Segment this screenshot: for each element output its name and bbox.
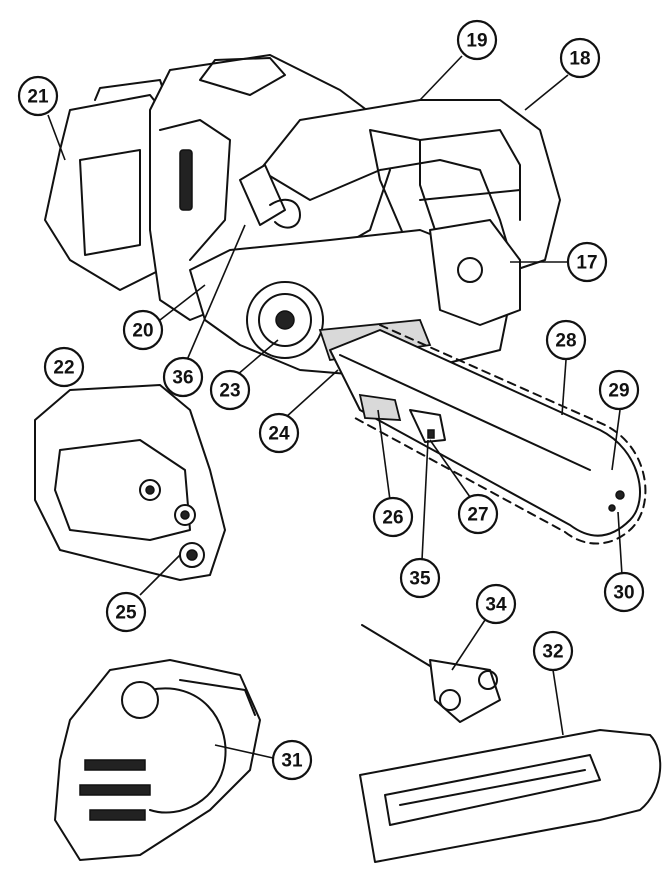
chainsaw-body-illustration [44,54,561,376]
callout-label: 24 [268,424,290,445]
callout-19: 19 [456,19,498,61]
leader-lines [47,55,623,759]
callout-label: 21 [27,87,49,108]
callout-28: 28 [545,319,587,361]
callouts: 17 18 19 20 21 22 23 24 [17,19,645,781]
callout-22: 22 [43,346,85,388]
callout-label: 22 [53,358,74,379]
callout-label: 36 [172,368,193,389]
callout-label: 25 [115,603,137,624]
callout-27: 27 [457,493,499,535]
callout-label: 32 [542,642,563,663]
callout-30: 30 [603,571,645,613]
combination-wrench-illustration [361,624,501,723]
callout-label: 19 [466,31,487,52]
callout-31: 31 [271,739,313,781]
callout-label: 29 [608,381,629,402]
bar-scabbard-illustration [359,729,662,863]
callout-label: 31 [281,751,303,772]
callout-label: 18 [569,49,590,70]
tensioner-parts-illustration [358,393,446,443]
callout-26: 26 [372,496,414,538]
callout-20: 20 [122,309,164,351]
callout-23: 23 [209,369,251,411]
callout-32: 32 [532,630,574,672]
callout-17: 17 [566,241,608,283]
callout-label: 28 [555,331,576,352]
callout-36: 36 [162,356,204,398]
callout-29: 29 [598,369,640,411]
callout-18: 18 [559,37,601,79]
callout-label: 17 [576,253,597,274]
callout-label: 30 [613,583,634,604]
callout-21: 21 [17,75,59,117]
callout-label: 34 [485,595,507,616]
callout-25: 25 [105,591,147,633]
callout-24: 24 [258,412,300,454]
callout-34: 34 [475,583,517,625]
guide-bar-and-chain-illustration [329,324,647,545]
callout-label: 27 [467,505,488,526]
sprocket-cover-illustration [34,384,226,581]
clutch-cover-assembly-illustration [54,659,261,861]
callout-35: 35 [399,557,441,599]
callout-label: 26 [382,508,403,529]
callout-label: 35 [409,569,431,590]
callout-label: 23 [219,381,240,402]
callout-label: 20 [132,321,153,342]
